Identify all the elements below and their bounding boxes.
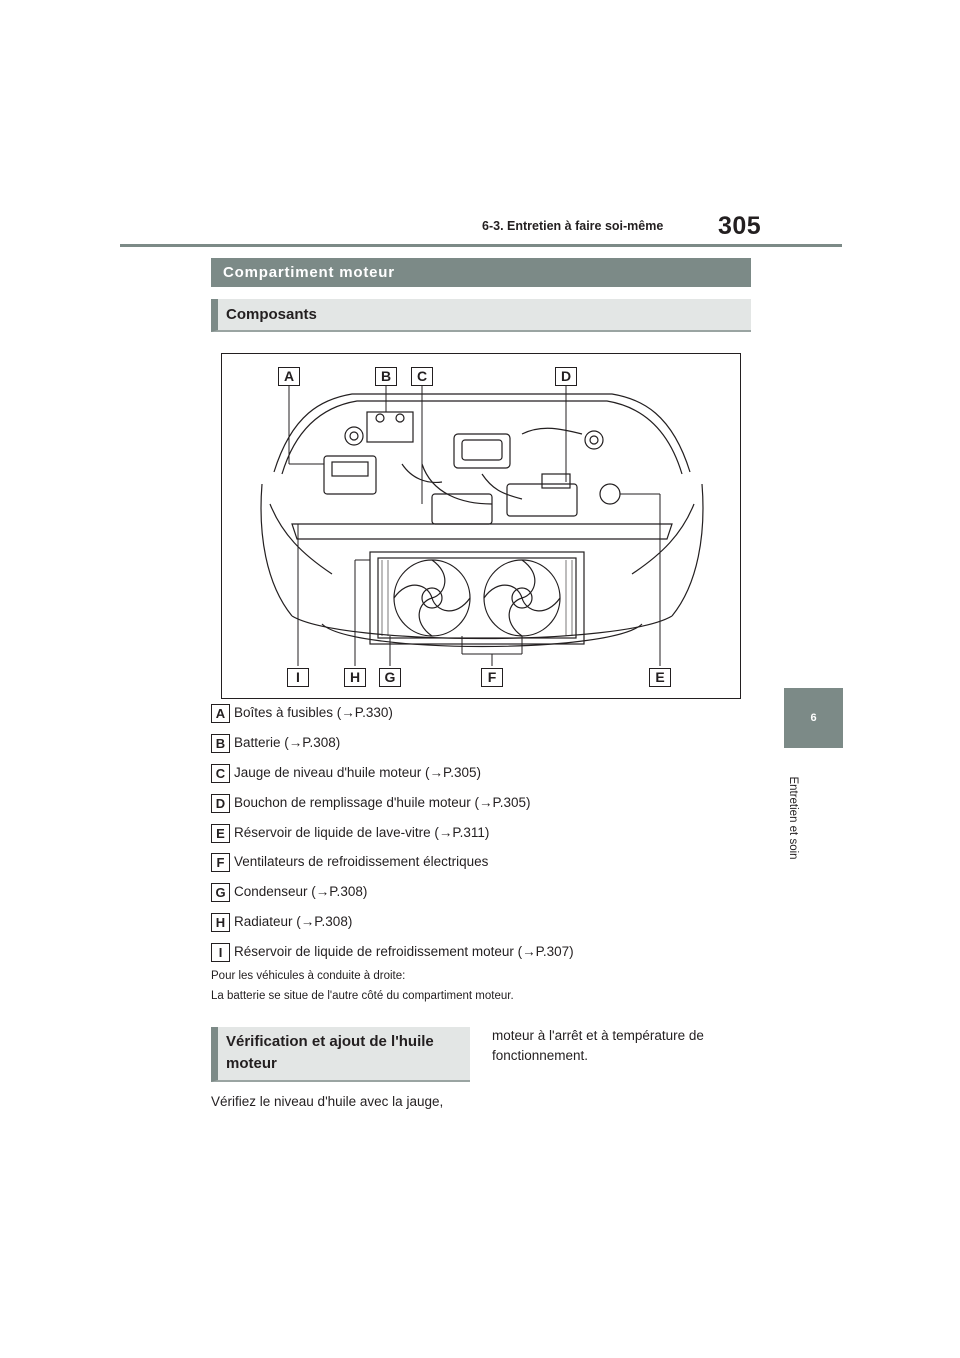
legend-badge: H (211, 913, 230, 932)
oil-check-text-right: moteur à l'arrêt et à température de fon… (492, 1026, 704, 1066)
legend-text: Batterie (→P.308) (234, 735, 341, 750)
note-battery: La batterie se situe de l'autre côté du … (211, 990, 514, 1002)
legend-badge: G (211, 883, 230, 902)
legend-text: Réservoir de liquide de lave-vitre (→P.3… (234, 825, 490, 840)
callout-a: A (278, 367, 300, 386)
callout-h: H (344, 668, 366, 687)
oil-check-heading-line1: Vérification et ajout de l'huile (226, 1033, 434, 1050)
chapter-tab[interactable]: 6 (784, 688, 843, 748)
legend-text: Condenseur (→P.308) (234, 884, 368, 899)
legend-badge: I (211, 943, 230, 962)
page-number: 305 (718, 212, 762, 240)
legend-badge: A (211, 704, 230, 723)
callout-d: D (555, 367, 577, 386)
oil-check-text-right-line1: moteur à l'arrêt et à température de (492, 1028, 704, 1043)
legend-text: Boîtes à fusibles (→P.330) (234, 705, 393, 720)
oil-check-heading-line2: moteur (226, 1055, 277, 1072)
chapter-label-text: Entretien et soin (787, 776, 799, 860)
legend-text: Réservoir de liquide de refroidissement … (234, 944, 574, 959)
section-heading: Compartiment moteur (211, 258, 751, 287)
legend-badge: F (211, 853, 230, 872)
legend-badge: B (211, 734, 230, 753)
section-reference: 6-3. Entretien à faire soi-même (482, 219, 664, 233)
oil-check-text-right-line2: fonctionnement. (492, 1048, 589, 1063)
legend-badge: E (211, 824, 230, 843)
header-rule (120, 244, 842, 247)
callout-f: F (481, 668, 503, 687)
callout-c: C (411, 367, 433, 386)
callout-i: I (287, 668, 309, 687)
legend-badge: D (211, 794, 230, 813)
engine-illustration (260, 386, 704, 666)
legend-text: Jauge de niveau d'huile moteur (→P.305) (234, 765, 481, 780)
legend-text: Bouchon de remplissage d'huile moteur (→… (234, 795, 531, 810)
note-rhd: Pour les véhicules à conduite à droite: (211, 970, 406, 982)
oil-check-heading: Vérification et ajout de l'huile moteur (211, 1027, 470, 1082)
legend-badge: C (211, 764, 230, 783)
legend-text: Radiateur (→P.308) (234, 914, 353, 929)
chapter-label: Entretien et soin (773, 760, 813, 880)
oil-check-text-left: Vérifiez le niveau d'huile avec la jauge… (211, 1094, 444, 1109)
engine-compartment-figure: A B C D I H G F E (221, 353, 741, 699)
legend-text: Ventilateurs de refroidissement électriq… (234, 854, 489, 869)
callout-g: G (379, 668, 401, 687)
callout-b: B (375, 367, 397, 386)
subsection-heading: Composants (211, 299, 751, 332)
callout-e: E (649, 668, 671, 687)
